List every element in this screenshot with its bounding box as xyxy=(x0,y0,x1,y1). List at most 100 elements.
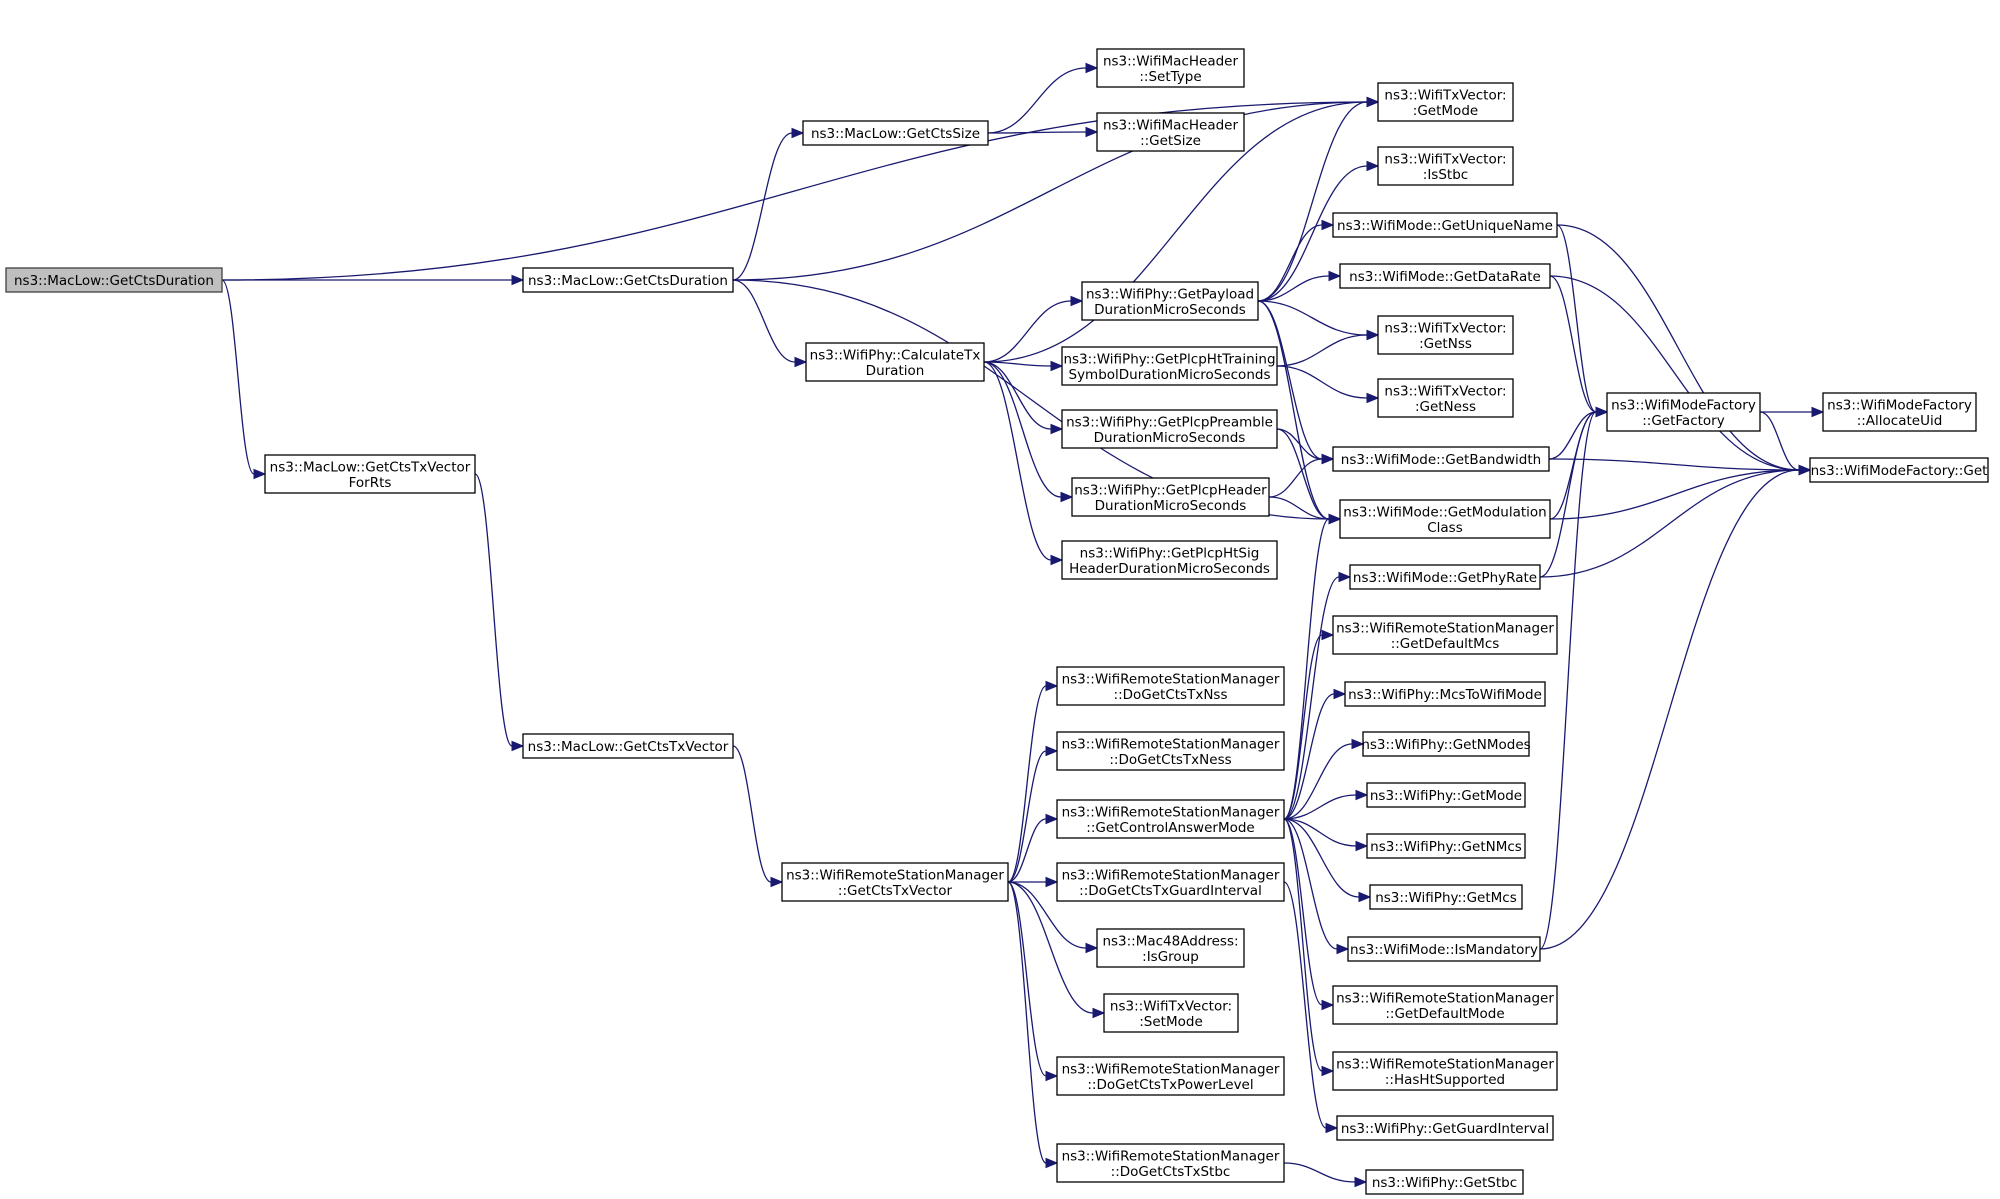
node-do-cts-tx-nss[interactable]: ns3::WifiRemoteStationManager::DoGetCtsT… xyxy=(1056,666,1285,706)
node-label: ::GetCtsTxVector xyxy=(838,883,953,899)
arrowhead xyxy=(1085,942,1099,954)
arrowhead xyxy=(1045,876,1059,888)
node-box xyxy=(1096,48,1245,88)
node-get-header[interactable]: ns3::WifiPhy::GetPlcpHeaderDurationMicro… xyxy=(1071,477,1270,517)
node-box xyxy=(805,342,985,382)
node-do-cts-tx-gi[interactable]: ns3::WifiRemoteStationManager::DoGetCtsT… xyxy=(1056,862,1285,902)
node-box xyxy=(1056,1056,1285,1096)
node-rsm-has-ht[interactable]: ns3::WifiRemoteStationManager::HasHtSupp… xyxy=(1332,1051,1558,1091)
arrowhead xyxy=(1045,745,1059,757)
node-label: ns3::WifiModeFactory::Get xyxy=(1811,463,1988,479)
node-root[interactable]: ns3::MacLow::GetCtsDuration xyxy=(5,267,223,293)
node-phy-get-gi[interactable]: ns3::WifiPhy::GetGuardInterval xyxy=(1336,1115,1554,1141)
edge-line xyxy=(983,361,1052,367)
node-do-cts-tx-ness[interactable]: ns3::WifiRemoteStationManager::DoGetCtsT… xyxy=(1056,731,1285,771)
node-label: ::GetDefaultMode xyxy=(1385,1006,1504,1022)
node-phy-mcs-to-wifi-mode[interactable]: ns3::WifiPhy::McsToWifiMode xyxy=(1344,681,1546,707)
node-wm-get-data-rate[interactable]: ns3::WifiMode::GetDataRate xyxy=(1339,263,1551,289)
node-wmf-allocate-uid[interactable]: ns3::WifiModeFactory::AllocateUid xyxy=(1822,392,1977,432)
edge-line xyxy=(1283,818,1338,950)
node-wmf-get[interactable]: ns3::WifiModeFactory::Get xyxy=(1809,457,1989,483)
edge-line xyxy=(1548,411,1597,460)
node-get-payload[interactable]: ns3::WifiPhy::GetPayloadDurationMicroSec… xyxy=(1081,281,1259,321)
node-phy-get-nmcs[interactable]: ns3::WifiPhy::GetNMcs xyxy=(1366,833,1526,859)
node-label: ns3::WifiPhy::GetPlcpHtSig xyxy=(1080,545,1260,561)
node-rsm-get-default-mcs[interactable]: ns3::WifiRemoteStationManager::GetDefaul… xyxy=(1332,615,1558,655)
node-do-cts-tx-power[interactable]: ns3::WifiRemoteStationManager::DoGetCtsT… xyxy=(1056,1056,1285,1096)
node-wm-get-unique-name[interactable]: ns3::WifiMode::GetUniqueName xyxy=(1332,212,1558,238)
node-label: ::SetType xyxy=(1139,69,1201,85)
node-label: ns3::WifiPhy::GetPayload xyxy=(1086,286,1254,302)
node-do-cts-tx-stbc[interactable]: ns3::WifiRemoteStationManager::DoGetCtsT… xyxy=(1056,1143,1285,1183)
node-rsm-get-default-mode[interactable]: ns3::WifiRemoteStationManager::GetDefaul… xyxy=(1332,985,1558,1025)
edge-get-header-to-wm-get-bandwidth xyxy=(1268,453,1335,498)
edge-line xyxy=(1283,1162,1356,1183)
node-phy-get-stbc[interactable]: ns3::WifiPhy::GetStbc xyxy=(1365,1169,1524,1195)
arrowhead xyxy=(1070,295,1084,307)
node-label: ::GetDefaultMcs xyxy=(1391,636,1500,652)
edge-line xyxy=(1556,224,1800,471)
node-phy-get-mode[interactable]: ns3::WifiPhy::GetMode xyxy=(1366,782,1526,808)
node-label: ns3::WifiTxVector: xyxy=(1384,151,1506,167)
edge-get-payload-to-txv-get-mode xyxy=(1257,96,1380,302)
edge-line xyxy=(732,745,772,883)
node-get-ht-training[interactable]: ns3::WifiPhy::GetPlcpHtTrainingSymbolDur… xyxy=(1061,346,1278,386)
edge-line xyxy=(1549,469,1800,520)
node-wmf-get-factory[interactable]: ns3::WifiModeFactory::GetFactory xyxy=(1606,392,1761,432)
node-ml-get-cts-duration[interactable]: ns3::MacLow::GetCtsDuration xyxy=(522,267,734,293)
edge-line xyxy=(1257,101,1368,302)
node-get-control-answer-mode[interactable]: ns3::WifiRemoteStationManager::GetContro… xyxy=(1056,799,1285,839)
node-ml-get-cts-size[interactable]: ns3::MacLow::GetCtsSize xyxy=(802,120,989,146)
node-label: ns3::WifiMode::GetDataRate xyxy=(1349,269,1541,285)
node-label: ::HasHtSupported xyxy=(1385,1072,1505,1088)
node-wm-is-mandatory[interactable]: ns3::WifiMode::IsMandatory xyxy=(1347,936,1541,962)
node-txv-get-nss[interactable]: ns3::WifiTxVector::GetNss xyxy=(1377,315,1514,355)
edge-line xyxy=(1283,818,1323,1072)
edge-line xyxy=(1257,300,1368,336)
node-box xyxy=(1056,862,1285,902)
node-txv-get-ness[interactable]: ns3::WifiTxVector::GetNess xyxy=(1377,378,1514,418)
node-get-ht-sig[interactable]: ns3::WifiPhy::GetPlcpHtSigHeaderDuration… xyxy=(1061,540,1278,580)
arrowhead xyxy=(1060,491,1074,503)
node-box xyxy=(1366,782,1526,808)
node-wm-get-phy-rate[interactable]: ns3::WifiMode::GetPhyRate xyxy=(1349,564,1541,590)
edge-rsm-get-cts-tx-vector-to-get-control-answer-mode xyxy=(1007,813,1059,883)
node-wm-get-bandwidth[interactable]: ns3::WifiMode::GetBandwidth xyxy=(1332,446,1550,472)
edge-get-payload-to-txv-is-stbc xyxy=(1257,160,1380,302)
edge-wm-get-mod-class-to-wmf-get xyxy=(1549,464,1812,520)
edge-root-to-ml-get-cts-duration xyxy=(222,274,525,286)
edge-calc-tx-duration-to-get-preamble xyxy=(983,361,1064,435)
node-label: ns3::WifiPhy::GetPlcpPreamble xyxy=(1066,414,1273,430)
node-label: ns3::WifiPhy::GetPlcpHtTraining xyxy=(1063,351,1275,367)
edge-line xyxy=(1257,300,1330,520)
node-mac-is-group[interactable]: ns3::Mac48Address::IsGroup xyxy=(1096,928,1245,968)
node-box xyxy=(1377,146,1514,186)
edge-ml-get-cts-duration-to-ml-get-cts-size xyxy=(732,127,805,281)
node-label: ForRts xyxy=(349,475,392,491)
edge-ml-get-cts-size-to-hdr-set-type xyxy=(987,62,1099,134)
node-hdr-set-type[interactable]: ns3::WifiMacHeader::SetType xyxy=(1096,48,1245,88)
node-label: DurationMicroSeconds xyxy=(1094,302,1246,318)
node-hdr-get-size[interactable]: ns3::WifiMacHeader::GetSize xyxy=(1096,112,1245,152)
node-txv-is-stbc[interactable]: ns3::WifiTxVector::IsStbc xyxy=(1377,146,1514,186)
edge-get-control-answer-mode-to-rsm-get-default-mode xyxy=(1283,818,1335,1011)
node-phy-get-nmodes[interactable]: ns3::WifiPhy::GetNModes xyxy=(1361,731,1531,757)
edge-line xyxy=(1759,411,1800,471)
node-get-preamble[interactable]: ns3::WifiPhy::GetPlcpPreambleDurationMic… xyxy=(1061,409,1278,449)
node-rsm-get-cts-tx-vector[interactable]: ns3::WifiRemoteStationManager::GetCtsTxV… xyxy=(781,862,1009,902)
node-label: ::DoGetCtsTxStbc xyxy=(1111,1164,1231,1180)
node-phy-get-mcs[interactable]: ns3::WifiPhy::GetMcs xyxy=(1369,884,1523,910)
node-box xyxy=(1061,346,1278,386)
edge-line xyxy=(1007,881,1047,1164)
node-label: :IsStbc xyxy=(1423,167,1468,183)
node-txv-get-mode[interactable]: ns3::WifiTxVector::GetMode xyxy=(1377,82,1514,122)
node-label: ns3::WifiPhy::GetNMcs xyxy=(1370,839,1522,855)
node-label: ::GetSize xyxy=(1140,133,1201,149)
arrowhead xyxy=(1338,571,1352,583)
node-txv-set-mode[interactable]: ns3::WifiTxVector::SetMode xyxy=(1103,993,1239,1033)
node-ml-get-cts-tx-vector[interactable]: ns3::MacLow::GetCtsTxVector xyxy=(522,733,734,759)
